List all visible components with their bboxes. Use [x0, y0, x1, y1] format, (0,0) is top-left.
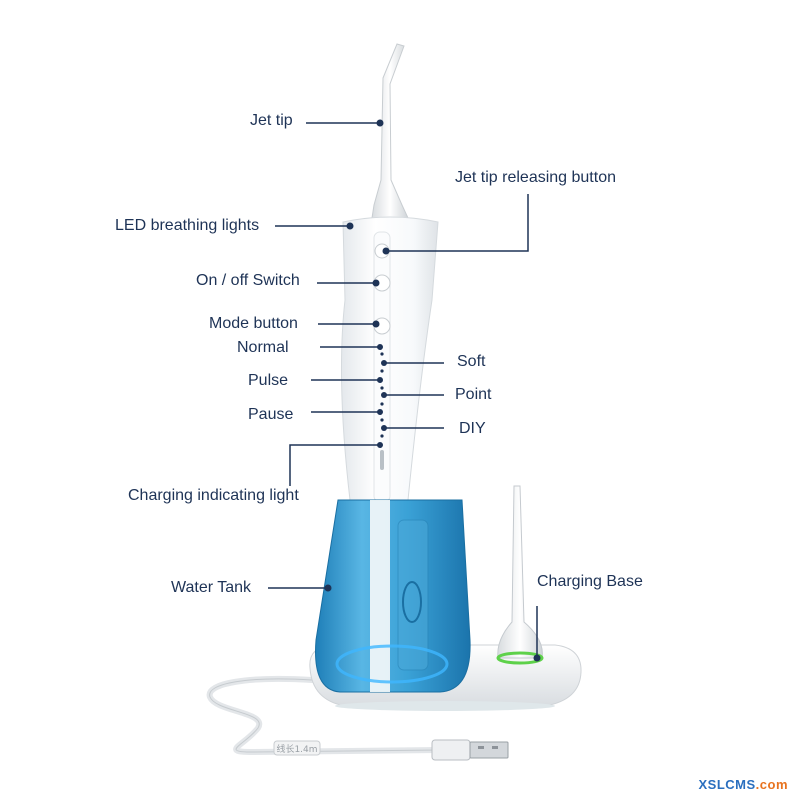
- leader-jet-tip-release: [386, 194, 529, 252]
- watermark: XSLCMS.com: [698, 777, 788, 792]
- label-soft: Soft: [457, 353, 486, 370]
- cable-tag: [273, 740, 321, 756]
- label-jet-tip: Jet tip: [250, 112, 293, 129]
- label-water-tank: Water Tank: [171, 579, 252, 596]
- label-normal: Normal: [237, 339, 289, 356]
- mode-indicator-dots: [380, 352, 384, 438]
- spare-nozzle: [497, 485, 543, 659]
- water-tank: [315, 499, 471, 693]
- cable-length-text: 线长1.4m: [276, 743, 317, 755]
- label-jet-tip-releasing-button: Jet tip releasing button: [455, 169, 616, 186]
- leader-charging-light: [289, 444, 380, 486]
- label-charging-indicating-light: Charging indicating light: [128, 487, 299, 504]
- label-pause: Pause: [248, 406, 294, 423]
- label-led-breathing-lights: LED breathing lights: [115, 217, 260, 234]
- charging-ring: [496, 651, 544, 665]
- usb-plug-body: [431, 739, 471, 761]
- label-charging-base: Charging Base: [537, 573, 643, 590]
- label-on-off-switch: On / off Switch: [196, 272, 300, 289]
- label-pulse: Pulse: [248, 372, 289, 389]
- label-mode-button: Mode button: [209, 315, 298, 332]
- usb-plug-metal: [469, 741, 509, 759]
- tank-glow: [335, 644, 449, 684]
- watermark-name: XSLCMS: [698, 777, 756, 792]
- watermark-domain: .com: [755, 777, 788, 792]
- label-diy: DIY: [459, 420, 486, 437]
- jet-tip-nozzle: [371, 43, 409, 219]
- label-point: Point: [455, 386, 492, 403]
- charging-indicator-light: [380, 450, 384, 470]
